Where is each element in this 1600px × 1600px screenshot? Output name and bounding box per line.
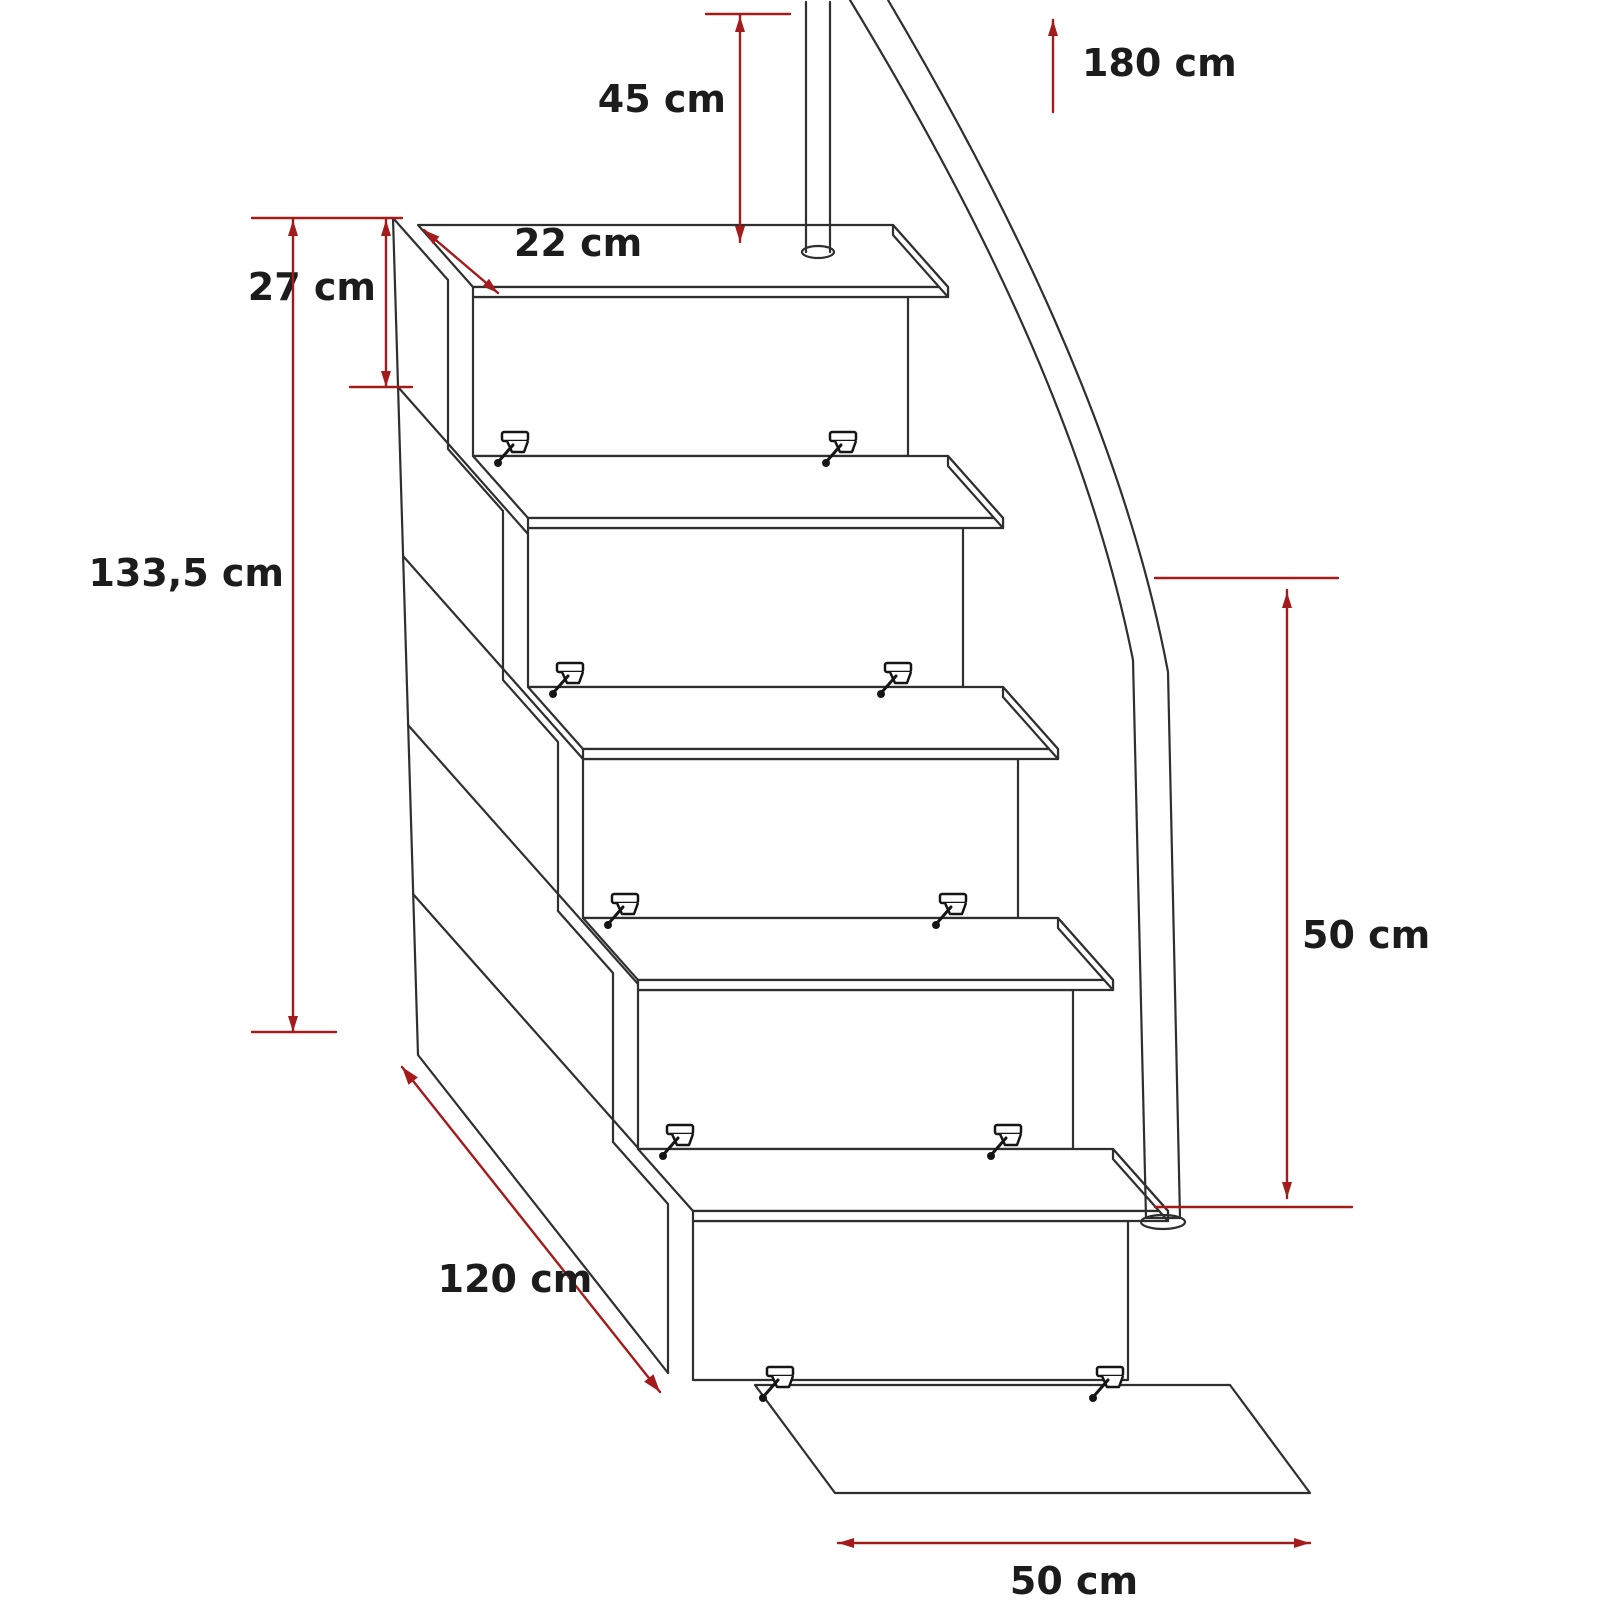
tread-1 [416,223,950,299]
dimension-total-height: 133,5 cm [88,216,404,1034]
riser-4 [636,988,1075,1151]
dimension-step-width: 50 cm [836,1538,1312,1600]
tread-5 [636,1147,1170,1223]
riser-2 [526,526,965,689]
tread-2 [471,454,1005,530]
handrail-post [800,0,836,260]
dimension-label-50cm-right: 50 cm [1302,913,1430,957]
dimension-label-120cm: 120 cm [438,1257,593,1301]
dimension-post-height: 45 cm [598,12,792,244]
riser-5 [691,1219,1130,1382]
treads [416,223,1170,1223]
handrail [848,0,1187,1231]
risers [471,295,1130,1382]
dimension-label-27cm: 27 cm [248,265,376,309]
dimension-label-22cm: 22 cm [514,221,642,265]
tread-4 [581,916,1115,992]
dimension-label-180cm: 180 cm [1082,41,1237,85]
dimension-total-run: 120 cm [400,1065,662,1394]
dimension-label-50cm-bottom: 50 cm [1010,1559,1138,1600]
dimension-rail-above-steps: 50 cm [1153,576,1430,1209]
dimension-handrail-height: 180 cm [1048,18,1237,114]
dimension-riser-height: 27 cm [248,216,414,389]
dimension-label-45cm: 45 cm [598,77,726,121]
dimension-label-133-5cm: 133,5 cm [88,551,284,595]
riser-3 [581,757,1020,920]
tread-3 [526,685,1060,761]
dimension-tread-depth: 22 cm [422,221,642,295]
floor-flap [753,1383,1312,1495]
